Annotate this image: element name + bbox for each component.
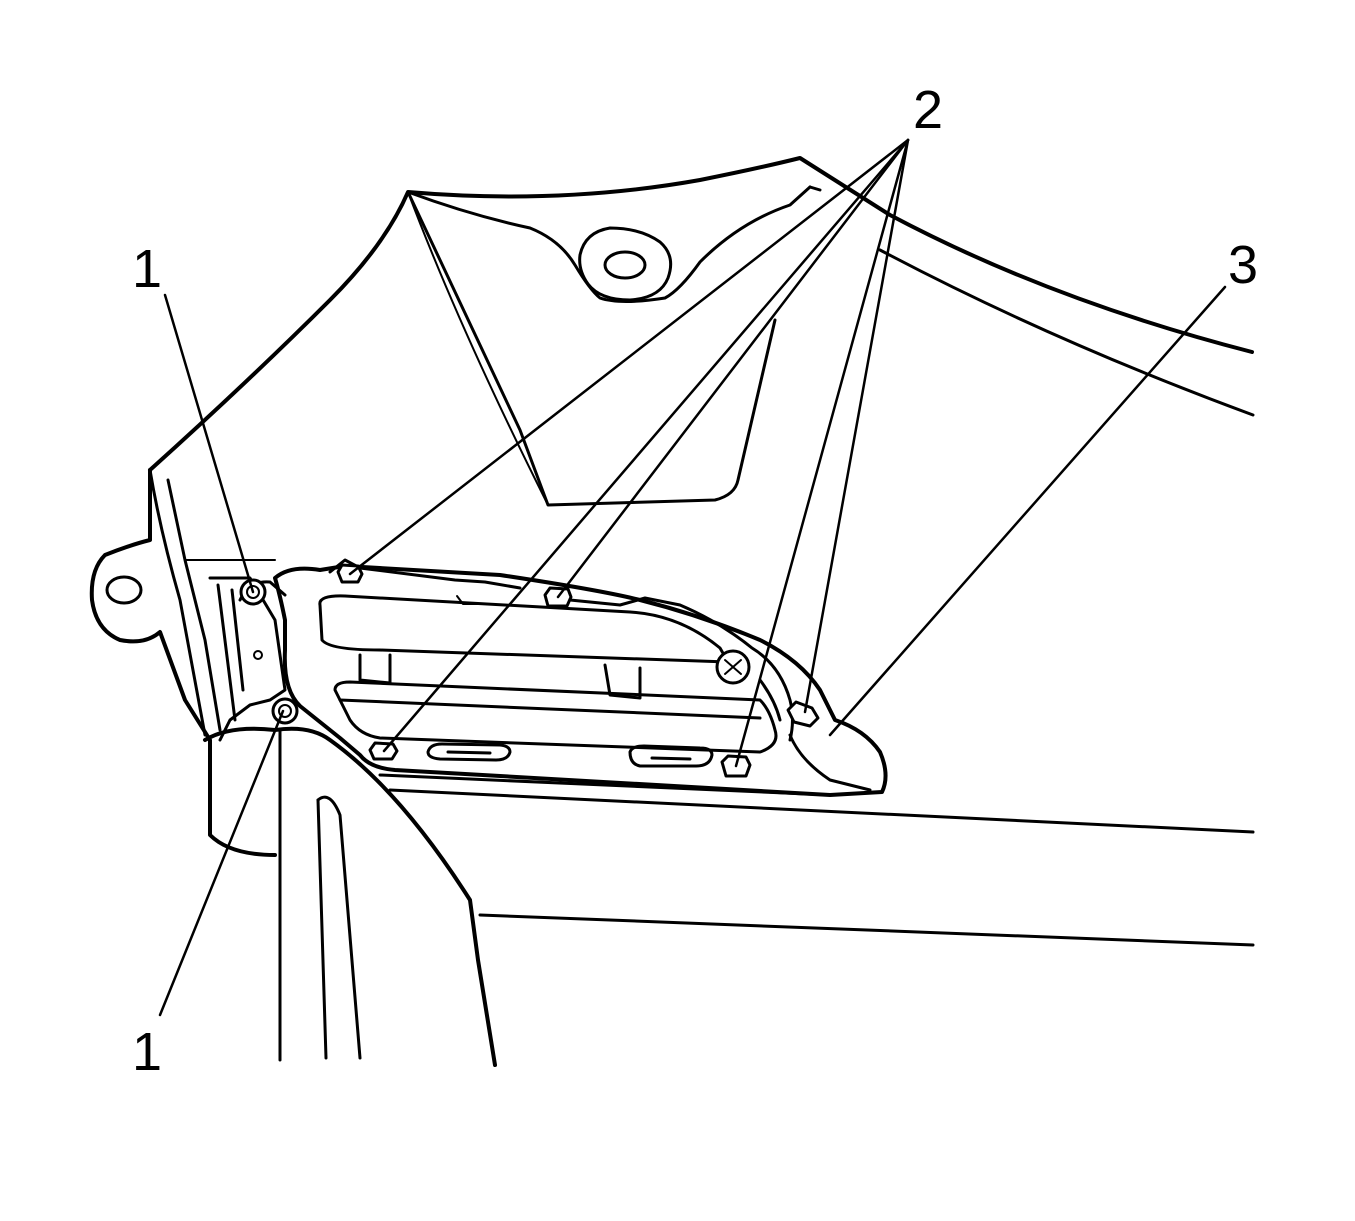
leader-lines: [158, 138, 1227, 1017]
fastener-1-lower: [271, 697, 299, 725]
callout-2: 2: [913, 80, 943, 140]
callout-1-bottom: 1: [132, 1022, 162, 1082]
callout-1-top: 1: [132, 239, 162, 299]
upper-trim-panel: [148, 156, 1255, 507]
callout-labels: 1 1 2 3: [132, 80, 1258, 1082]
left-bracket: [89, 468, 277, 857]
clip-2-e: [786, 700, 820, 728]
lower-trim-panel: [203, 726, 1255, 1067]
callout-3: 3: [1228, 235, 1258, 295]
center-vent-assembly: [273, 558, 888, 797]
